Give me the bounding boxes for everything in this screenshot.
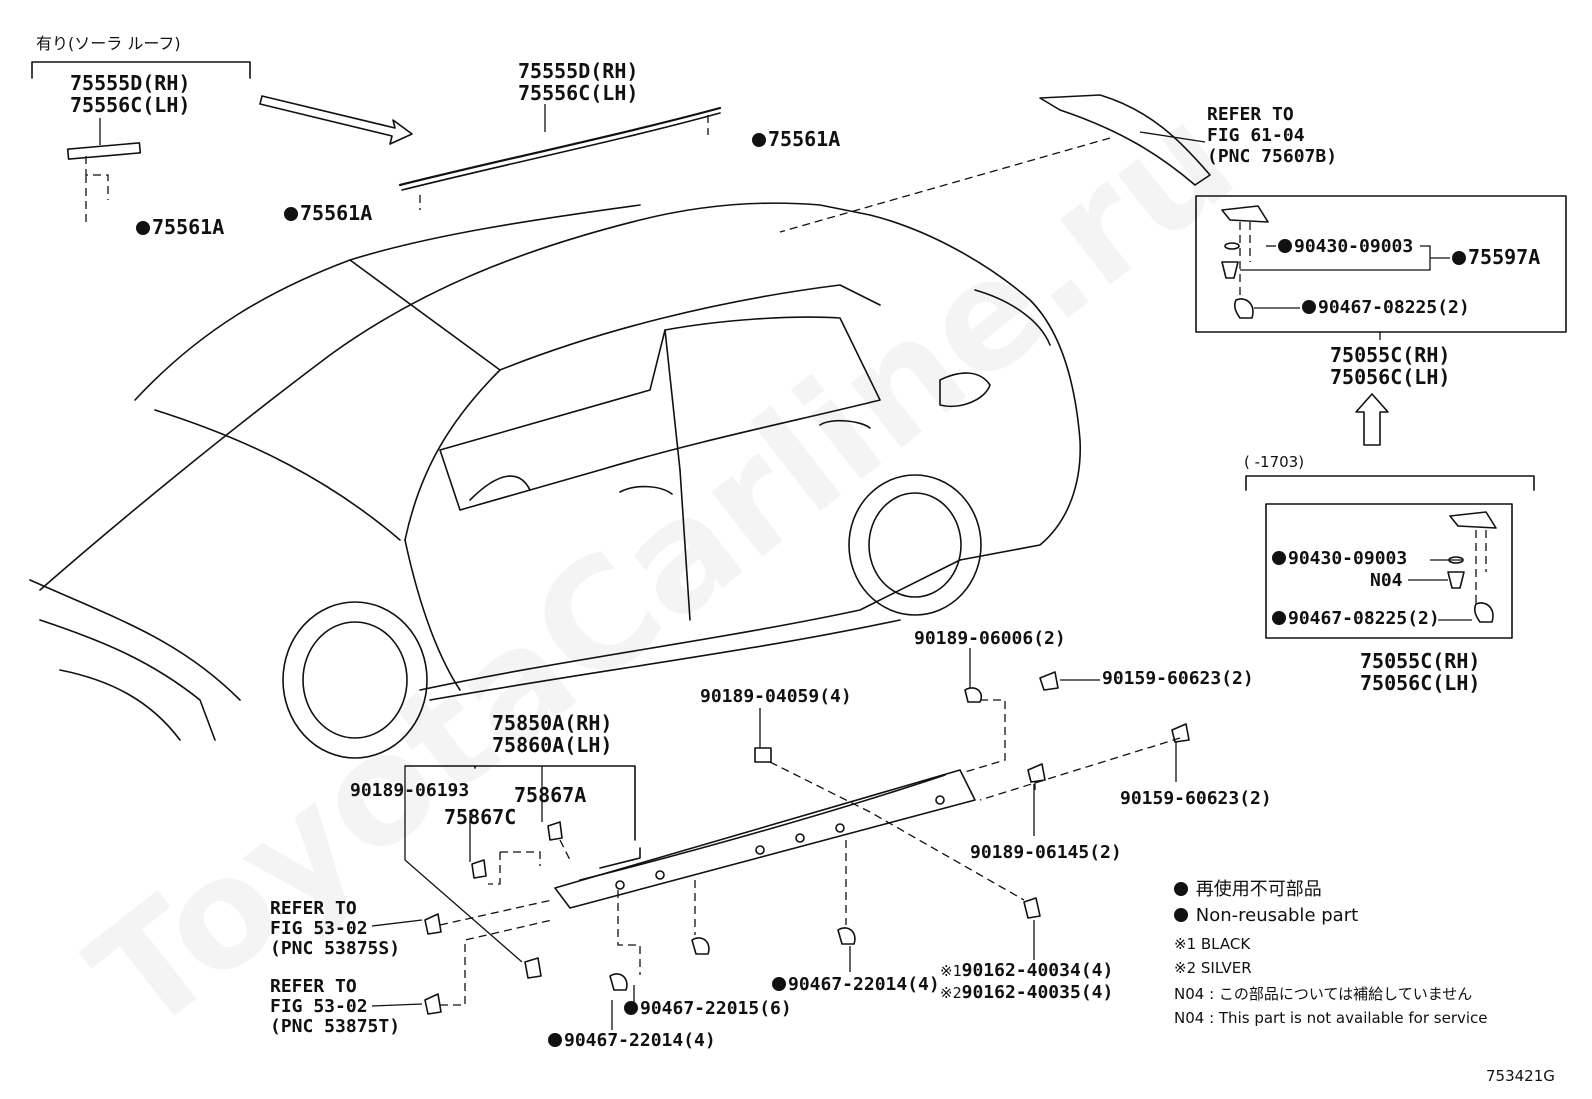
part-number: 90467-08225(2) (1318, 297, 1470, 318)
label-75867c: 75867C (444, 805, 517, 829)
note-mark-1: ※1 (940, 962, 962, 980)
range-note: ( -1703) (1244, 453, 1305, 471)
refer-fig-61-04-line1: REFER TO (1207, 104, 1294, 125)
label-90189-04059: 90189-04059(4) (700, 686, 852, 707)
non-reusable-dot (548, 1033, 562, 1047)
label-75555d-rh-solar: 75555D(RH) (70, 71, 191, 95)
non-reusable-dot (1272, 551, 1286, 565)
non-reusable-dot (136, 221, 150, 235)
part-number: 90430-09003 (1288, 548, 1408, 569)
rocker-bracket (474, 765, 636, 841)
clip-glyphs (1221, 205, 1497, 623)
label-75055c-rh-b: 75055C(RH) (1360, 649, 1481, 673)
label-90467-08225-b: 90467-08225(2) (1272, 608, 1440, 629)
label-90189-06145: 90189-06145(2) (970, 842, 1122, 863)
car-body-outline (29, 202, 1081, 741)
label-75561a-left: 75561A (284, 202, 372, 224)
solar-roof-molding (66, 142, 142, 160)
non-reusable-dot (1452, 251, 1466, 265)
part-number: 90467-08225(2) (1288, 608, 1440, 629)
rocker-panel (554, 769, 976, 909)
solar-roof-bracket (31, 61, 251, 79)
non-reusable-dot (1302, 300, 1316, 314)
up-arrow (1355, 393, 1389, 446)
refer-fig-61-04-line2: FIG 61-04 (1207, 125, 1305, 146)
legend-non-reusable-jp: 再使用不可部品 (1174, 880, 1322, 900)
part-number: 90162-40034(4) (961, 960, 1114, 981)
non-reusable-dot (1278, 239, 1292, 253)
label-n04: N04 (1370, 570, 1403, 591)
label-75850a-rh: 75850A(RH) (492, 711, 613, 735)
label-90430-09003-a: 90430-09003 (1278, 236, 1413, 257)
spoiler-parts-box-a (1195, 195, 1567, 333)
legend-silver: ※2 SILVER (1174, 959, 1252, 977)
part-number: 75561A (768, 127, 841, 151)
spoiler-parts-box-b (1265, 503, 1513, 639)
non-reusable-dot (1174, 908, 1188, 922)
legend-non-reusable-en: Non-reusable part (1174, 906, 1358, 926)
label-75056c-lh-b: 75056C(LH) (1360, 671, 1481, 695)
refer-fig-53-02-a-line2: FIG 53-02 (270, 918, 368, 939)
refer-fig-53-02-a-line1: REFER TO (270, 898, 357, 919)
refer-fig-53-02-b-line1: REFER TO (270, 976, 357, 997)
part-number: 90467-22014(4) (564, 1030, 716, 1051)
rear-spoiler (1039, 94, 1211, 186)
label-90467-22014-a: 90467-22014(4) (772, 974, 940, 995)
label-75597a: 75597A (1452, 246, 1540, 268)
part-number: 90162-40035(4) (961, 982, 1114, 1003)
legend-text: 再使用不可部品 (1195, 879, 1322, 900)
part-number: 90467-22014(4) (788, 974, 940, 995)
label-75055c-rh-a: 75055C(RH) (1330, 343, 1451, 367)
label-90467-22015: 90467-22015(6) (624, 998, 792, 1019)
refer-fig-53-02-a-line3: (PNC 53875S) (270, 938, 401, 959)
refer-fig-53-02-b-line2: FIG 53-02 (270, 996, 368, 1017)
label-90162-40035: ※290162-40035(4) (940, 982, 1113, 1004)
legend-text: Non-reusable part (1195, 905, 1359, 926)
label-75555d-rh: 75555D(RH) (518, 59, 639, 83)
part-number: 75561A (152, 215, 225, 239)
non-reusable-dot (772, 977, 786, 991)
label-75867a: 75867A (514, 783, 587, 807)
range-bracket (1245, 475, 1535, 491)
label-75556c-lh: 75556C(LH) (518, 81, 639, 105)
legend-black: ※1 BLACK (1174, 935, 1251, 953)
label-90467-08225-a: 90467-08225(2) (1302, 297, 1470, 318)
label-90189-06006: 90189-06006(2) (914, 628, 1066, 649)
label-75056c-lh-a: 75056C(LH) (1330, 365, 1451, 389)
legend-n04-jp: N04 : この部品については補給していません (1174, 985, 1473, 1003)
label-90189-06193: 90189-06193 (350, 780, 470, 801)
part-number: 75597A (1468, 245, 1541, 269)
figure-code: 753421G (1486, 1067, 1555, 1085)
non-reusable-dot (284, 207, 298, 221)
note-mark-2: ※2 (940, 984, 962, 1002)
label-90159-60623-b: 90159-60623(2) (1120, 788, 1272, 809)
legend-n04-en: N04 : This part is not available for ser… (1174, 1009, 1488, 1027)
rocker-fasteners (424, 671, 1190, 1015)
front-wheel (282, 601, 428, 759)
non-reusable-dot (1174, 882, 1188, 896)
label-75556c-lh-solar: 75556C(LH) (70, 93, 191, 117)
rear-wheel (848, 474, 982, 616)
non-reusable-dot (1272, 611, 1286, 625)
refer-fig-53-02-b-line3: (PNC 53875T) (270, 1016, 401, 1037)
direction-arrow (259, 95, 413, 145)
label-90162-40034: ※190162-40034(4) (940, 960, 1113, 982)
label-75561a-right: 75561A (752, 128, 840, 150)
non-reusable-dot (624, 1001, 638, 1015)
part-number: 90430-09003 (1294, 236, 1414, 257)
refer-fig-61-04-line3: (PNC 75607B) (1207, 146, 1338, 167)
part-number: 75561A (300, 201, 373, 225)
part-number: 90467-22015(6) (640, 998, 792, 1019)
roof-molding (398, 106, 722, 187)
non-reusable-dot (752, 133, 766, 147)
label-75860a-lh: 75860A(LH) (492, 733, 613, 757)
label-75561a-solar: 75561A (136, 216, 224, 238)
label-90430-09003-b: 90430-09003 (1272, 548, 1407, 569)
solar-roof-note: 有り(ソーラ ルーフ) (36, 34, 181, 53)
label-90467-22014-b: 90467-22014(4) (548, 1030, 716, 1051)
label-90159-60623-a: 90159-60623(2) (1102, 668, 1254, 689)
